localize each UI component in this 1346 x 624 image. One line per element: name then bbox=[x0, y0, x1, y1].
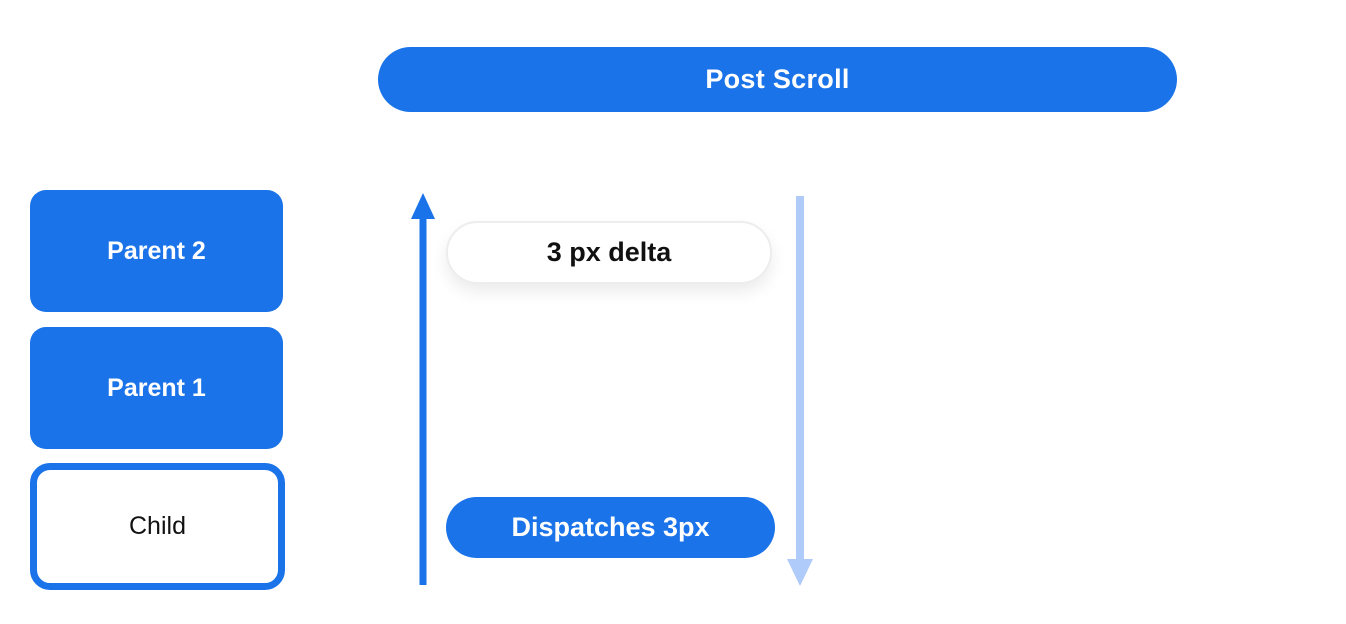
post-scroll-label: Post Scroll bbox=[705, 64, 850, 94]
down-arrow-shaft bbox=[796, 196, 804, 564]
down-arrowhead-icon bbox=[787, 559, 813, 586]
node-child: Child bbox=[30, 463, 285, 590]
delta-annotation-label: 3 px delta bbox=[546, 237, 672, 267]
dispatch-annotation-pill: Dispatches 3px bbox=[446, 497, 775, 558]
post-scroll-header: Post Scroll bbox=[378, 47, 1177, 112]
downward-scroll-arrow-icon bbox=[782, 196, 818, 586]
node-parent-1-label: Parent 1 bbox=[107, 373, 206, 402]
node-parent-1: Parent 1 bbox=[30, 327, 283, 449]
dispatch-annotation-label: Dispatches 3px bbox=[511, 512, 710, 542]
node-child-label: Child bbox=[129, 512, 186, 540]
upward-scroll-arrow-icon bbox=[405, 193, 441, 585]
node-parent-2-label: Parent 2 bbox=[107, 236, 206, 265]
up-arrow-shaft bbox=[419, 213, 427, 585]
node-parent-2: Parent 2 bbox=[30, 190, 283, 312]
delta-annotation-pill: 3 px delta bbox=[446, 221, 772, 284]
